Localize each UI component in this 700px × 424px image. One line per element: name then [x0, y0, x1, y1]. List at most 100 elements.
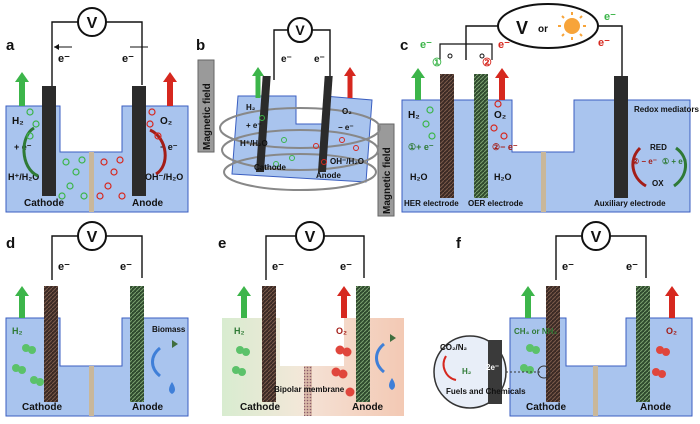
panel-e-cathode-label: Cathode: [240, 402, 280, 413]
panel-c-aux-minus: ② − e⁻: [632, 157, 657, 166]
panel-e-bipolar-membrane: [304, 366, 312, 416]
panel-e-letter: e: [218, 235, 226, 252]
panel-b-field-lines: [219, 107, 381, 191]
panel-a: a V e⁻ e⁻ H₂ + e⁻ H⁺/H₂O O₂ − e⁻ OH⁻/H₂O: [5, 7, 189, 213]
panel-f-anode-electrode: [636, 286, 650, 402]
panel-b-electron-right: e⁻: [314, 54, 325, 65]
panel-e-anode-electrode: [356, 286, 370, 402]
panel-c-electron-3: e⁻: [598, 37, 610, 49]
panel-f-separator: [593, 366, 598, 416]
panel-b-h-source: H⁺/H₂O: [240, 139, 268, 148]
panel-a-circuit: [51, 21, 143, 90]
panel-f-cathode-label: Cathode: [526, 402, 566, 413]
panel-d-cathode-electrode: [44, 286, 58, 402]
panel-e-leaf-icon: [390, 334, 396, 342]
panel-a-anode-label: Anode: [132, 198, 164, 209]
panel-c-separator: [541, 152, 546, 212]
panel-e-h2-label: H₂: [234, 326, 245, 336]
panel-c-circuit: [465, 25, 623, 80]
panel-a-cathode-cycle-arrow: [22, 126, 39, 178]
panel-b-minus-e: − e⁻: [338, 123, 354, 132]
panel-b-circuit: [273, 29, 331, 80]
panel-e-drop-icon: [389, 378, 395, 390]
panel-c-sun-rays: [558, 12, 586, 40]
panel-c-switch-node-1: [447, 53, 453, 59]
panel-e-electron-left: e⁻: [272, 261, 284, 273]
panel-f-conversion-arrow: [442, 355, 457, 381]
panel-f-fuels-label: Fuels and Chemicals: [446, 387, 526, 396]
panel-e-voltmeter-label: V: [305, 229, 316, 246]
panel-f-voltmeter: [581, 221, 611, 251]
panel-c-or: or: [538, 24, 548, 35]
panel-a-minus-e: − e⁻: [160, 142, 178, 152]
panel-d-h2-label: H₂: [12, 326, 23, 336]
panel-a-letter: a: [6, 37, 15, 54]
panel-c-oer-electrode: [474, 74, 488, 198]
panel-d-electron-left: e⁻: [58, 261, 70, 273]
panel-b-voltmeter: [287, 17, 313, 43]
panel-b-voltmeter-label: V: [295, 22, 305, 38]
panel-c-h2o-left: H₂O: [410, 172, 428, 182]
panel-b-letter: b: [196, 37, 205, 54]
panel-a-o2-label: O₂: [160, 116, 172, 127]
panel-d-h2-molecules: [12, 344, 44, 386]
panel-f-o2-label: O₂: [666, 326, 677, 336]
panel-f-o2-arrowhead: [665, 286, 679, 296]
panel-c: c V or e⁻ e⁻ e⁻ e⁻ ① ② H₂ ①+ e⁻ H₂O O₂ ②…: [400, 3, 700, 213]
panel-d-h2-arrowhead: [15, 286, 29, 296]
panel-e-electron-right: e⁻: [340, 261, 352, 273]
panel-b: b Magnetic field Magnetic field V e⁻ e⁻ …: [196, 17, 395, 217]
panel-a-electron-left: e⁻: [58, 53, 70, 65]
panel-c-switch: [439, 43, 493, 60]
panel-b-cathode-electrode: [255, 76, 271, 172]
panel-b-field-right: Magnetic field: [382, 147, 393, 214]
panel-e-cathode-electrode: [262, 286, 276, 402]
panel-e-h2-molecules: [232, 346, 250, 376]
panel-a-arrowhead-left: [54, 44, 59, 50]
panel-c-aux-electrode: [614, 76, 628, 198]
panel-d-voltmeter: [77, 221, 107, 251]
panel-f-o2-molecules: [652, 346, 670, 378]
panel-c-redox-label: Redox mediators or electron reservoirs: [634, 105, 700, 114]
panel-c-h2-bubbles: [422, 106, 436, 140]
panel-a-h-source: H⁺/H₂O: [8, 172, 39, 182]
panel-c-electron-1: e⁻: [420, 39, 432, 51]
panel-c-switch-node-2: [479, 53, 485, 59]
panel-f-h2-label: H₂: [462, 367, 472, 376]
panel-e-o2-molecules: [331, 345, 355, 397]
panel-c-electron-4: e⁻: [604, 11, 616, 23]
panel-e: e V e⁻ e⁻ H₂ O₂ Bipolar membrane Cathode…: [218, 221, 404, 416]
panel-a-separator: [89, 152, 94, 212]
panel-c-aux-cycle-green: [673, 146, 687, 188]
panel-e-anode-label: Anode: [352, 402, 384, 413]
panel-e-h2-arrowhead: [237, 286, 251, 296]
panel-f-two-e: 2e⁻: [486, 363, 499, 372]
panel-e-circuit: [265, 235, 365, 280]
panel-f-letter: f: [456, 235, 462, 252]
panel-d-anode-label: Anode: [132, 402, 164, 413]
panel-d-biomass-label: Biomass: [152, 325, 186, 334]
panel-a-electron-right: e⁻: [122, 53, 134, 65]
panel-f-inset-electrode: [488, 340, 502, 404]
panel-c-o2-bubbles: [490, 100, 508, 140]
panel-a-anode-cycle-arrow: [149, 128, 167, 176]
panel-f-voltmeter-label: V: [591, 229, 602, 246]
panel-c-h2-label: H₂: [408, 110, 420, 121]
panel-d-leaf-icon: [172, 340, 178, 348]
panel-a-anode-electrode: [132, 86, 146, 196]
panel-f-anode-label: Anode: [640, 402, 672, 413]
panel-a-voltmeter: [77, 7, 107, 37]
panel-c-redox-line1: Redox mediators or electron reservoirs: [634, 105, 700, 114]
panel-f-cathode-electrode: [546, 286, 560, 402]
panel-f-product-molecules: [520, 344, 540, 374]
panel-d-letter: d: [6, 235, 15, 252]
panel-a-o2-arrowhead: [163, 72, 177, 82]
panel-c-her-label: HER electrode: [404, 199, 459, 208]
panel-d-anode-electrode: [130, 286, 144, 402]
panel-f-product-label: CH₄ or NH₃: [514, 327, 557, 336]
panel-c-plus-e: ①+ e⁻: [408, 142, 434, 152]
panel-d-voltmeter-label: V: [87, 229, 98, 246]
panel-a-o2-bubbles: [96, 108, 162, 200]
panel-e-flow-arrow: [375, 342, 386, 374]
